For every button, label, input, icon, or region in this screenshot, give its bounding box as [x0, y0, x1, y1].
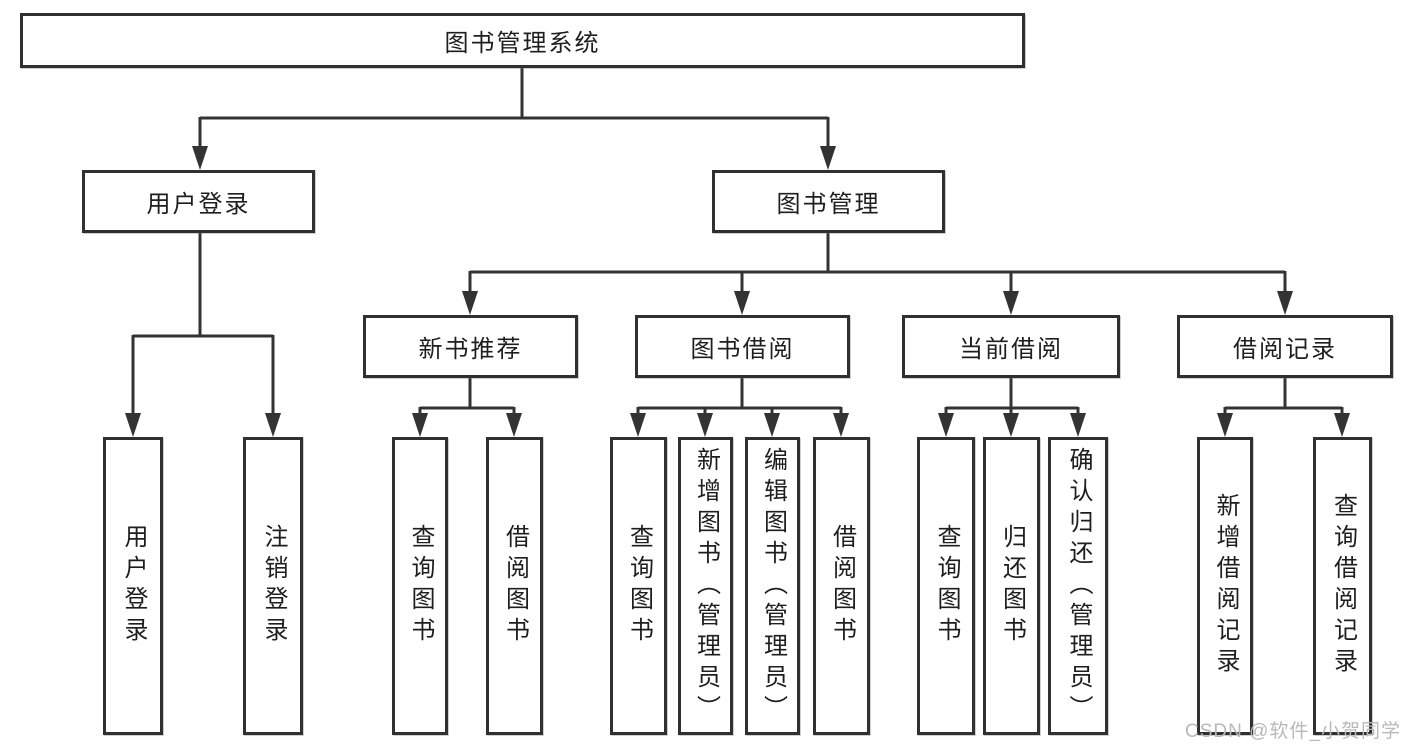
- leaf-label: 借阅图书: [501, 524, 529, 648]
- node-book-borrowing: 图书借阅: [635, 315, 850, 378]
- leaf-add-borrow-record: 新增借阅记录: [1197, 437, 1253, 735]
- leaf-query-books-newbook: 查询图书: [392, 437, 448, 735]
- leaf-label: 查询图书: [933, 524, 960, 648]
- node-book-management-branch: 图书管理: [712, 170, 945, 233]
- leaf-label: 编辑图书（管理员）: [759, 446, 787, 726]
- node-label: 用户登录: [146, 191, 251, 218]
- node-label: 图书借阅: [690, 336, 795, 363]
- leaf-label: 确认归还（管理员）: [1065, 446, 1092, 726]
- leaf-edit-books-admin: 编辑图书（管理员）: [745, 437, 800, 735]
- node-root-system: 图书管理系统: [20, 13, 1025, 68]
- leaf-query-books-borrowing: 查询图书: [610, 437, 667, 735]
- leaf-logout: 注销登录: [243, 437, 303, 735]
- leaf-label: 注销登录: [260, 524, 287, 648]
- node-label: 借阅记录: [1233, 336, 1337, 363]
- leaf-label: 查询图书: [407, 524, 434, 648]
- node-current-borrowing: 当前借阅: [902, 315, 1120, 378]
- node-label: 当前借阅: [959, 336, 1063, 363]
- leaf-label: 查询图书: [625, 524, 653, 648]
- leaf-label: 归还图书: [998, 524, 1026, 648]
- node-borrowing-records: 借阅记录: [1177, 315, 1393, 378]
- leaf-return-books: 归还图书: [983, 437, 1040, 735]
- leaf-label: 新增借阅记录: [1212, 493, 1239, 679]
- leaf-query-borrow-record: 查询借阅记录: [1313, 437, 1372, 735]
- node-label: 新书推荐: [418, 336, 523, 363]
- leaf-query-books-current: 查询图书: [917, 437, 975, 735]
- leaf-label: 借阅图书: [828, 524, 856, 648]
- leaf-add-books-admin: 新增图书（管理员）: [678, 437, 733, 735]
- leaf-borrow-books-newbook: 借阅图书: [486, 437, 543, 735]
- leaf-borrow-books-borrowing: 借阅图书: [813, 437, 870, 735]
- leaf-label: 新增图书（管理员）: [692, 446, 720, 726]
- csdn-watermark: CSDN @软件_小贺同学: [1185, 721, 1401, 742]
- leaf-label: 用户登录: [120, 524, 147, 648]
- leaf-confirm-return-admin: 确认归还（管理员）: [1048, 437, 1108, 735]
- node-root-label: 图书管理系统: [444, 30, 601, 57]
- leaf-label: 查询借阅记录: [1329, 493, 1357, 679]
- node-new-book-recommendation: 新书推荐: [363, 315, 578, 378]
- node-user-login-branch: 用户登录: [82, 170, 315, 233]
- leaf-user-login: 用户登录: [103, 437, 163, 735]
- node-label: 图书管理: [776, 191, 881, 218]
- arrowheads: [125, 146, 1350, 437]
